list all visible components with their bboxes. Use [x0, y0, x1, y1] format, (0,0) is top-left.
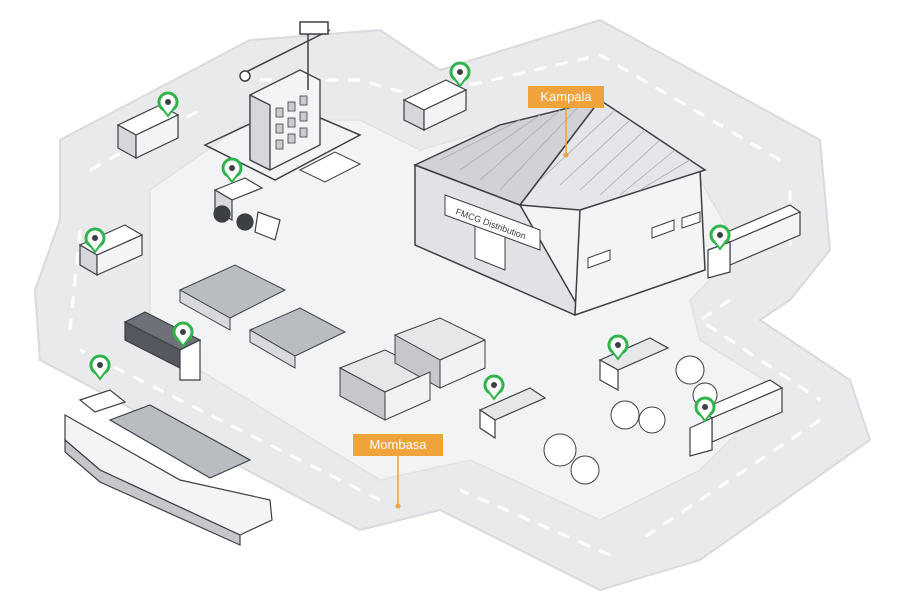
flatbed-truck-icon — [598, 337, 670, 392]
flatbed-truck-icon — [478, 387, 547, 440]
box-truck-icon — [402, 79, 468, 131]
gps-tracker-icon — [449, 61, 471, 88]
cargo-stacks — [178, 264, 487, 421]
vehicles — [78, 79, 802, 457]
gps-tracker-icon — [483, 374, 505, 401]
gps-tracker-icon — [221, 157, 243, 184]
gps-tracker-icon — [709, 224, 731, 251]
gps-tracker-icon — [89, 354, 111, 381]
gps-tracker-icon — [172, 321, 194, 348]
semi-truck-icon — [689, 379, 784, 457]
semi-truck-icon — [707, 204, 802, 279]
tower-crane — [239, 21, 331, 90]
bulldozer-icon — [213, 177, 281, 241]
gps-tracker-icon — [694, 396, 716, 423]
gps-tracker-icon — [84, 227, 106, 254]
gps-tracker-icon — [157, 91, 179, 118]
cargo-ship-icon — [64, 389, 273, 546]
construction-site — [203, 21, 362, 183]
gps-trackers — [84, 61, 731, 423]
warehouse: FMCG Distribution — [413, 98, 707, 317]
gps-tracker-icon — [607, 334, 629, 361]
box-truck-icon — [116, 104, 180, 160]
trees — [543, 355, 718, 485]
